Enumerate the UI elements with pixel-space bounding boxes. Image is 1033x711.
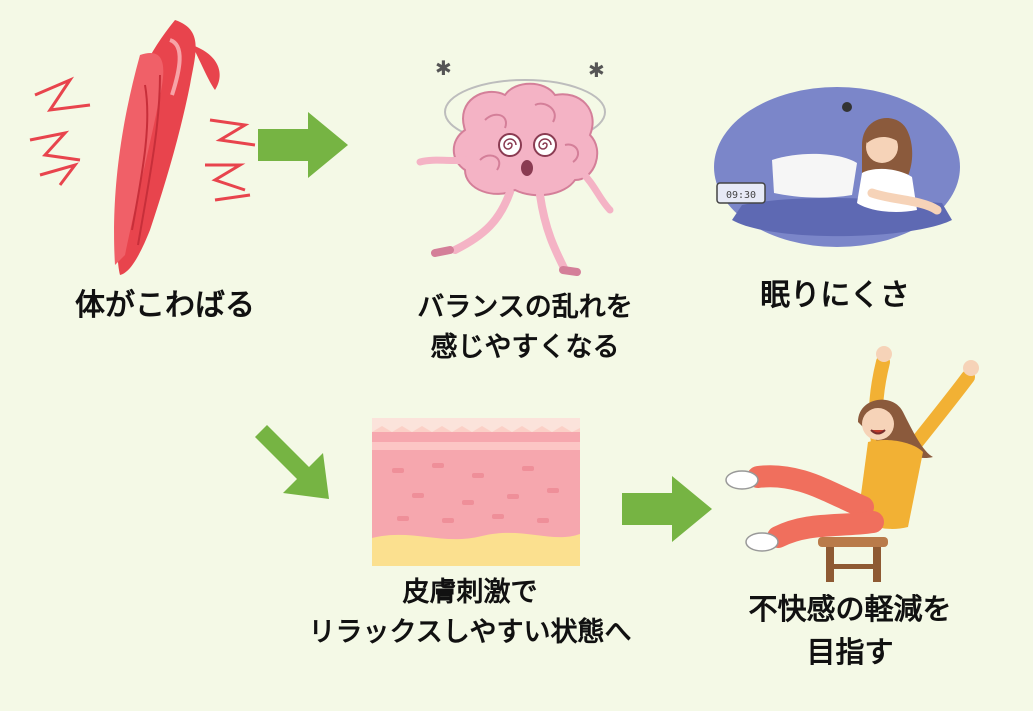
step-sleep-label: 眠りにくさ [730, 274, 940, 318]
step-skin-label: 皮膚刺激で リラックスしやすい状態へ [270, 573, 670, 653]
arrow-right-2 [622, 476, 712, 542]
arrow-down-right [255, 425, 341, 511]
arrow-right-1 [258, 112, 348, 178]
skin-layer-illustration [372, 418, 580, 566]
svg-text:✱: ✱ [435, 56, 452, 80]
clock-text: 09:30 [726, 190, 756, 201]
step-sleep-line1: 眠りにくさ [760, 278, 910, 313]
step-balance-label: バランスの乱れを 感じやすくなる [380, 288, 670, 368]
dizzy-brain-illustration: ✱ ✱ [405, 50, 635, 280]
muscle-illustration [20, 15, 260, 280]
step-relief-label: 不快感の軽減を 目指す [700, 588, 1000, 674]
svg-text:✱: ✱ [588, 58, 605, 82]
happy-woman-illustration [718, 342, 993, 582]
sleepless-woman-illustration: 09:30 [712, 85, 962, 250]
step-balance-line2: 感じやすくなる [430, 332, 620, 363]
step-balance-line1: バランスの乱れを [417, 292, 633, 323]
step-stiff-line1: 体がこわばる [75, 288, 255, 323]
step-relief-line2: 目指す [806, 635, 894, 669]
step-skin-line2: リラックスしやすい状態へ [308, 617, 632, 648]
step-skin-line1: 皮膚刺激で [402, 577, 538, 608]
step-stiff-label: 体がこわばる [50, 284, 280, 328]
step-relief-line1: 不快感の軽減を [748, 592, 952, 626]
